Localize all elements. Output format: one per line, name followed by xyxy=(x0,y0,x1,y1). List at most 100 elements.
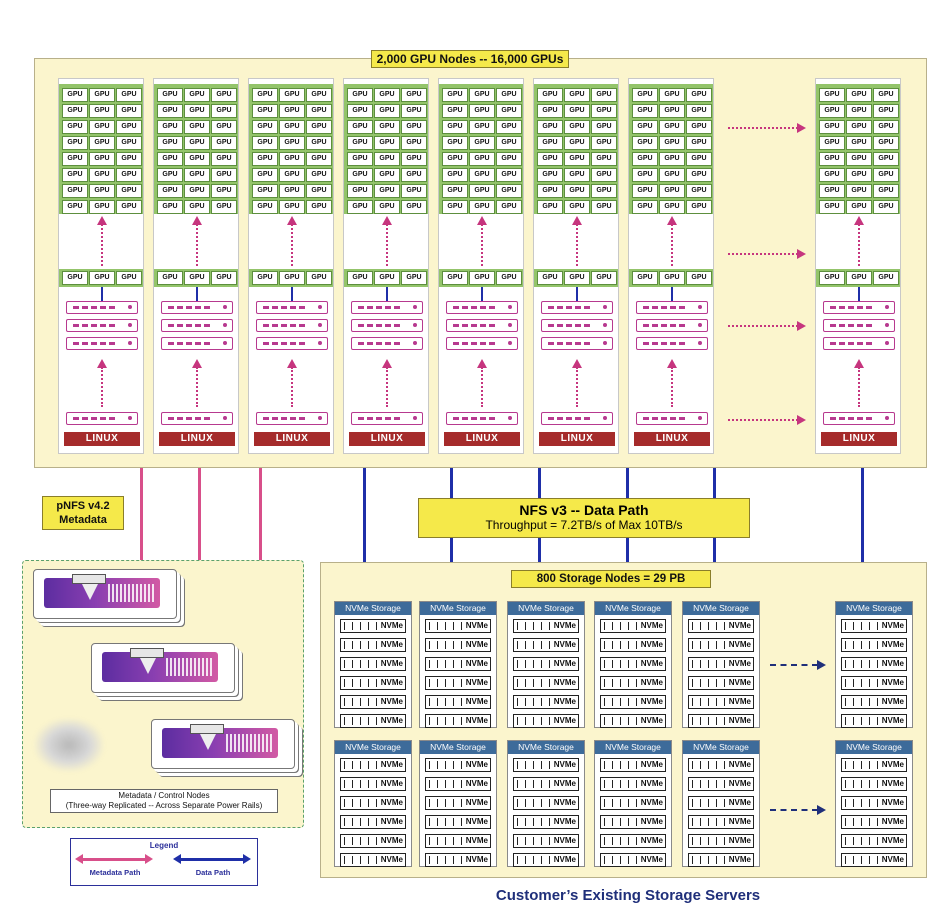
gpu-chip: GPU xyxy=(873,168,899,182)
gpu-chip: GPU xyxy=(564,168,590,182)
storage-node-header: NVMe Storage xyxy=(420,602,496,615)
nvme-drive-label: NVMe xyxy=(380,817,403,826)
gpu-chip: GPU xyxy=(374,200,400,214)
nvme-drive: NVMe xyxy=(600,695,666,709)
upward-arrow xyxy=(97,216,107,266)
nvme-drive-label: NVMe xyxy=(380,836,403,845)
linux-os-label: LINUX xyxy=(349,432,425,446)
compute-server xyxy=(541,301,613,314)
nvme-drive: NVMe xyxy=(513,796,579,810)
nvme-drive-label: NVMe xyxy=(553,855,576,864)
upward-arrow xyxy=(192,359,202,407)
gpu-chip: GPU xyxy=(116,271,142,285)
linux-os-label: LINUX xyxy=(539,432,615,446)
gpu-chip: GPU xyxy=(184,200,210,214)
nvme-drive: NVMe xyxy=(340,758,406,772)
upward-arrow xyxy=(572,359,582,407)
nvme-drive: NVMe xyxy=(688,815,754,829)
nvme-drive: NVMe xyxy=(425,796,491,810)
compute-server xyxy=(351,319,423,332)
nvme-drive-label: NVMe xyxy=(553,798,576,807)
gpu-chip: GPU xyxy=(659,104,685,118)
gpu-chip: GPU xyxy=(211,184,237,198)
compute-server xyxy=(351,412,423,425)
nvme-drive-label: NVMe xyxy=(728,716,751,725)
nvme-drive: NVMe xyxy=(425,853,491,867)
nvme-drive-label: NVMe xyxy=(881,836,904,845)
nvme-drive: NVMe xyxy=(513,714,579,728)
gpu-chip: GPU xyxy=(374,152,400,166)
gpu-chip: GPU xyxy=(401,271,427,285)
gpu-chip: GPU xyxy=(306,271,332,285)
gpu-chip: GPU xyxy=(819,120,845,134)
gpu-chip: GPU xyxy=(62,152,88,166)
nvme-drive-label: NVMe xyxy=(465,817,488,826)
nvme-drive-label: NVMe xyxy=(465,798,488,807)
nvme-drive: NVMe xyxy=(600,638,666,652)
gpu-chip: GPU xyxy=(537,120,563,134)
nvme-drive-label: NVMe xyxy=(380,678,403,687)
upward-arrow xyxy=(854,359,864,407)
gpu-chip: GPU xyxy=(632,120,658,134)
linux-os-label: LINUX xyxy=(821,432,897,446)
gpu-chip: GPU xyxy=(252,184,278,198)
nvme-drive-label: NVMe xyxy=(640,855,663,864)
metadata-path-legend-label: Metadata Path xyxy=(89,868,141,877)
nvme-drive-label: NVMe xyxy=(728,779,751,788)
gpu-chip: GPU xyxy=(252,152,278,166)
nvme-drive: NVMe xyxy=(425,777,491,791)
upward-arrow xyxy=(287,216,297,266)
gpu-chip: GPU xyxy=(279,136,305,150)
gpu-chip: GPU xyxy=(347,104,373,118)
gpu-chip: GPU xyxy=(659,88,685,102)
nvme-drive-label: NVMe xyxy=(881,697,904,706)
nvme-drive: NVMe xyxy=(841,853,907,867)
gpu-chip: GPU xyxy=(632,184,658,198)
gpu-chip: GPU xyxy=(632,88,658,102)
gpu-chip: GPU xyxy=(537,200,563,214)
nvme-drive: NVMe xyxy=(688,777,754,791)
gpu-chip: GPU xyxy=(442,136,468,150)
gpu-chip: GPU xyxy=(157,104,183,118)
nvme-drive: NVMe xyxy=(513,834,579,848)
metadata-control-nodes-panel: Metadata / Control Nodes (Three-way Repl… xyxy=(22,560,304,828)
metadata-caption: Metadata / Control Nodes (Three-way Repl… xyxy=(50,789,278,813)
nvme-drive: NVMe xyxy=(600,619,666,633)
nvme-drive: NVMe xyxy=(841,676,907,690)
nvme-drive-label: NVMe xyxy=(380,760,403,769)
compute-server xyxy=(161,319,233,332)
nvme-drive-label: NVMe xyxy=(881,798,904,807)
gpu-chip: GPU xyxy=(211,136,237,150)
gpu-continuation-arrow xyxy=(728,415,806,425)
nvme-drive: NVMe xyxy=(841,815,907,829)
nvme-drive-label: NVMe xyxy=(465,716,488,725)
gpu-continuation-arrow xyxy=(728,249,806,259)
nvme-drive: NVMe xyxy=(425,815,491,829)
upward-arrow xyxy=(667,216,677,266)
nvme-drive-label: NVMe xyxy=(640,678,663,687)
nvme-drive: NVMe xyxy=(513,657,579,671)
nvme-drive-label: NVMe xyxy=(881,678,904,687)
node-connector xyxy=(481,287,483,301)
linux-os-label: LINUX xyxy=(64,432,140,446)
gpu-chip: GPU xyxy=(496,152,522,166)
nvme-drive: NVMe xyxy=(600,796,666,810)
storage-footer: Customer’s Existing Storage Servers xyxy=(495,887,761,904)
nvme-drive: NVMe xyxy=(841,695,907,709)
legend-arrow-left xyxy=(173,854,181,864)
gpu-chip: GPU xyxy=(157,168,183,182)
gpu-chip: GPU xyxy=(252,136,278,150)
nvme-drive-label: NVMe xyxy=(553,716,576,725)
node-connector xyxy=(386,287,388,301)
gpu-chip: GPU xyxy=(686,271,712,285)
gpu-chip: GPU xyxy=(846,200,872,214)
gpu-chip: GPU xyxy=(306,168,332,182)
metadata-server xyxy=(151,719,295,769)
gpu-chip: GPU xyxy=(591,136,617,150)
storage-node-header: NVMe Storage xyxy=(836,602,912,615)
gpu-chip: GPU xyxy=(873,104,899,118)
